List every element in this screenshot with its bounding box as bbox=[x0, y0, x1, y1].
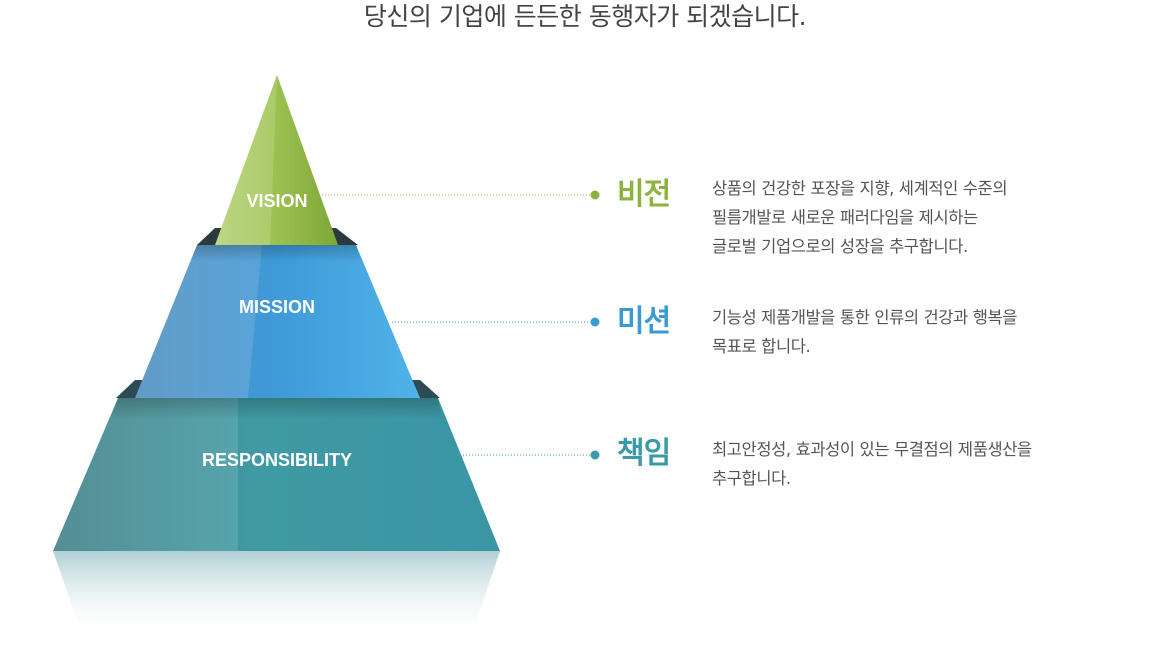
desc-mission-line: 목표로 합니다. bbox=[712, 337, 811, 356]
title-responsibility: 책임 bbox=[617, 436, 671, 471]
connector-dot-vision bbox=[590, 190, 600, 200]
title-mission: 미션 bbox=[617, 304, 671, 339]
desc-mission: 기능성 제품개발을 통한 인류의 건강과 행복을 목표로 합니다. bbox=[712, 303, 1132, 361]
desc-vision: 상품의 건강한 포장을 지향, 세계적인 수준의 필름개발로 새로운 패러다임을… bbox=[712, 174, 1132, 261]
desc-responsibility-line: 최고안정성, 효과성이 있는 무결점의 제품생산을 bbox=[712, 440, 1032, 459]
connector-dot-responsibility bbox=[590, 450, 600, 460]
desc-responsibility: 최고안정성, 효과성이 있는 무결점의 제품생산을 추구합니다. bbox=[712, 435, 1132, 493]
tier-responsibility bbox=[53, 398, 500, 551]
pyramid-reflection bbox=[53, 551, 500, 640]
desc-responsibility-line: 추구합니다. bbox=[712, 469, 791, 488]
tier-label-mission: MISSION bbox=[239, 297, 315, 317]
desc-mission-line: 기능성 제품개발을 통한 인류의 건강과 행복을 bbox=[712, 308, 1018, 327]
page-heading: 당신의 기업에 든든한 동행자가 되겠습니다. bbox=[363, 2, 807, 31]
connector-dot-mission bbox=[590, 317, 600, 327]
tier-label-responsibility: RESPONSIBILITY bbox=[202, 450, 352, 470]
desc-vision-line: 상품의 건강한 포장을 지향, 세계적인 수준의 bbox=[712, 179, 1008, 198]
tier-vision bbox=[215, 75, 338, 245]
tier-label-vision: VISION bbox=[246, 191, 307, 211]
desc-vision-line: 글로벌 기업으로의 성장을 추구합니다. bbox=[712, 237, 968, 256]
title-vision: 비전 bbox=[617, 177, 671, 212]
desc-vision-line: 필름개발로 새로운 패러다임을 제시하는 bbox=[712, 208, 978, 227]
tier-mission bbox=[135, 245, 420, 398]
